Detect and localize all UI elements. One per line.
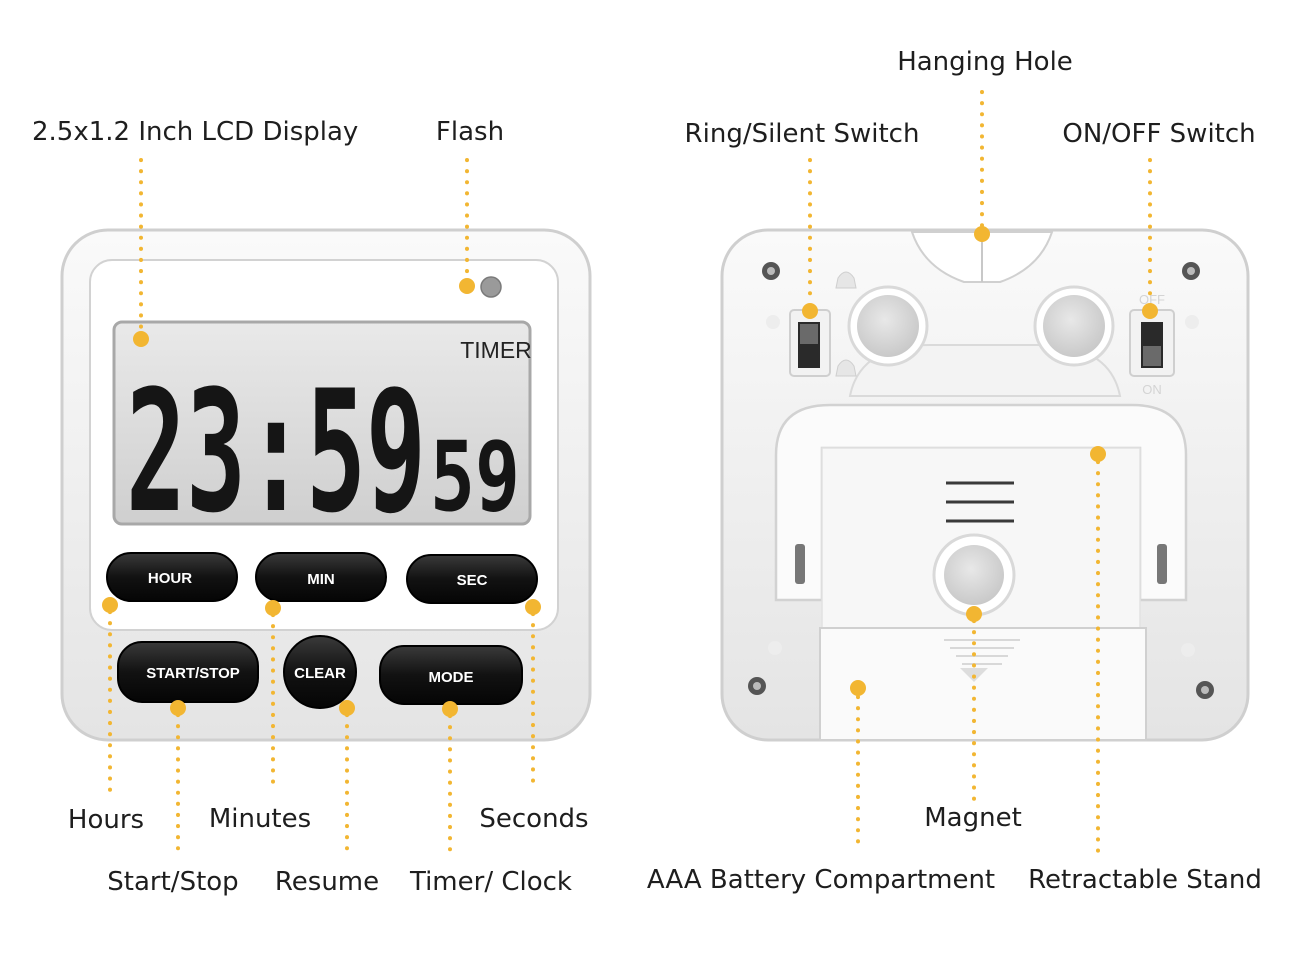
callout-magnet: Magnet xyxy=(924,803,1022,833)
bell-icon xyxy=(835,271,857,289)
lcd-screen xyxy=(112,320,532,526)
mode-button-label: MODE xyxy=(429,669,474,686)
start-stop-button[interactable]: START/STOP xyxy=(117,641,259,703)
clear-button[interactable]: CLEAR xyxy=(283,635,357,709)
callout-retractable-stand: Retractable Stand xyxy=(1028,865,1262,895)
leader-dots xyxy=(102,226,1158,717)
callout-start-stop: Start/Stop xyxy=(107,867,238,897)
flash-led xyxy=(480,276,502,298)
callout-resume: Resume xyxy=(275,867,379,897)
callout-timer-clock: Timer/ Clock xyxy=(409,867,572,897)
sec-button-label: SEC xyxy=(457,572,488,589)
hour-button[interactable]: HOUR xyxy=(106,552,238,602)
callout-battery-compartment: AAA Battery Compartment xyxy=(647,865,995,895)
min-button-label: MIN xyxy=(307,571,335,588)
callout-lcd-display: 2.5x1.2 Inch LCD Display xyxy=(32,117,358,147)
switch-off-label: OFF xyxy=(1139,292,1165,307)
callout-hours: Hours xyxy=(68,805,144,835)
lcd-hours-minutes: 23:59 xyxy=(126,354,426,550)
callout-on-off-switch: ON/OFF Switch xyxy=(1062,119,1255,149)
lcd-mode-label: TIMER xyxy=(460,337,532,363)
sec-button[interactable]: SEC xyxy=(406,554,538,604)
ring-silent-switch[interactable] xyxy=(789,271,857,377)
battery-compartment-door[interactable] xyxy=(819,627,1147,741)
callout-flash: Flash xyxy=(436,117,504,147)
vent-slots xyxy=(946,481,1014,523)
screw-icon xyxy=(762,262,780,280)
screw-icon xyxy=(1182,262,1200,280)
back-timer: OFF ON xyxy=(720,228,1250,742)
bell-mute-icon xyxy=(835,359,857,377)
front-timer: TIMER 23:59 59 HOUR MIN SEC START/STOP C… xyxy=(60,228,592,742)
lcd-seconds: 59 xyxy=(430,421,520,533)
leader-lines xyxy=(108,90,1152,854)
screw-icon xyxy=(1196,681,1214,699)
callout-seconds: Seconds xyxy=(479,804,588,834)
retractable-stand[interactable] xyxy=(774,403,1188,602)
callout-minutes: Minutes xyxy=(209,804,311,834)
mode-button[interactable]: MODE xyxy=(379,645,523,705)
min-button[interactable]: MIN xyxy=(255,552,387,602)
on-off-switch[interactable]: OFF ON xyxy=(1129,292,1175,397)
screw-icon xyxy=(748,677,766,695)
switch-on-label: ON xyxy=(1142,382,1162,397)
callout-hanging-hole: Hanging Hole xyxy=(897,47,1073,77)
callout-ring-silent-switch: Ring/Silent Switch xyxy=(685,119,920,149)
callout-labels: 2.5x1.2 Inch LCD Display Flash Hours Min… xyxy=(32,47,1262,897)
start-stop-button-label: START/STOP xyxy=(146,665,240,682)
clear-button-label: CLEAR xyxy=(294,665,346,682)
hour-button-label: HOUR xyxy=(148,570,192,587)
